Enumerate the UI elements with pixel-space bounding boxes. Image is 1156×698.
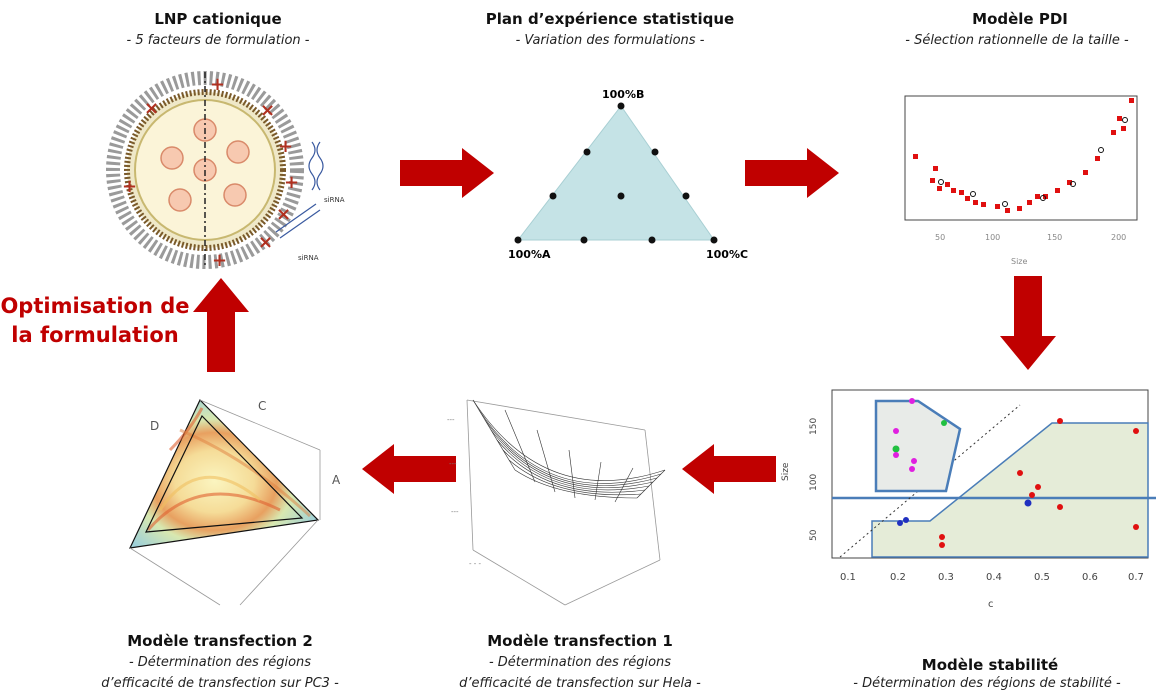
surface-axis-ticks: --- --- --- - - - <box>447 416 482 568</box>
plan-title: Plan d’expérience statistique <box>485 10 735 28</box>
lnp-particle-illustration: +×+ +×× +×+ siRNA siRNA <box>106 71 345 270</box>
svg-text:+: + <box>278 136 293 157</box>
contour-axes <box>129 399 321 606</box>
svg-text:150: 150 <box>809 418 819 435</box>
optimisation-label: Optimisation de la formulation <box>0 292 190 350</box>
arrow-lnp-to-plan <box>400 148 494 198</box>
pdi-xticks: 50 100 150 200 <box>935 233 1126 242</box>
stability-ylabel: Size <box>781 462 791 481</box>
svg-text:50: 50 <box>935 233 945 242</box>
vertex-b-label: 100%B <box>602 88 644 101</box>
surface-mesh <box>472 399 666 503</box>
sirna-label-b: siRNA <box>298 254 319 262</box>
vertex-c-label: 100%C <box>706 248 748 261</box>
stab-subtitle: - Détermination des régions de stabilité… <box>853 676 1121 691</box>
svg-text:×: × <box>260 100 275 121</box>
design-points <box>514 102 718 244</box>
optimisation-line-2: la formulation <box>11 323 179 347</box>
stability-xticks: 0.1 0.2 0.3 0.4 0.5 0.6 0.7 <box>840 572 1144 583</box>
contour-label-d: D <box>150 419 159 433</box>
sirna-strands <box>275 141 324 239</box>
contour-inner-triangle <box>144 414 304 533</box>
svg-text:×: × <box>276 204 291 225</box>
svg-text:---: --- <box>449 460 457 468</box>
pdi-subtitle: - Sélection rationnelle de la taille - <box>905 33 1129 48</box>
svg-text:200: 200 <box>1111 233 1126 242</box>
svg-text:0.6: 0.6 <box>1082 572 1098 583</box>
arrow-pdi-to-stability <box>1000 276 1056 370</box>
svg-text:- - -: - - - <box>469 560 482 568</box>
svg-text:+: + <box>284 172 299 193</box>
charge-markers: +×+ +×× +×+ <box>122 74 299 270</box>
transfection-1-surface-plot: --- --- --- - - - <box>447 399 666 606</box>
optimisation-line-1: Optimisation de <box>0 294 190 318</box>
svg-text:+: + <box>122 176 137 197</box>
t1-subtitle-1: - Détermination des régions <box>488 655 672 670</box>
sirna-payload <box>160 118 250 212</box>
svg-text:+: + <box>210 74 225 95</box>
svg-text:100: 100 <box>809 474 819 491</box>
svg-text:100: 100 <box>985 233 1000 242</box>
arrow-stability-to-t1 <box>682 444 776 494</box>
lnp-title: LNP cationique <box>154 10 282 28</box>
svg-text:0.3: 0.3 <box>938 572 954 583</box>
arrow-t2-to-lnp <box>193 278 249 372</box>
pdi-plot: 50 100 150 200 Size <box>904 95 1138 266</box>
stability-yticks: 50 100 150 <box>809 418 819 541</box>
arrow-t1-to-t2 <box>362 444 456 494</box>
stability-region <box>871 422 1149 558</box>
svg-text:×: × <box>144 98 159 119</box>
t2-title: Modèle transfection 2 <box>127 632 313 650</box>
contour-label-c: C <box>258 399 266 413</box>
stab-title: Modèle stabilité <box>921 656 1059 674</box>
stability-xlabel: c <box>988 599 994 610</box>
contour-triangle <box>128 398 320 549</box>
t2-subtitle-2: d’efficacité de transfection sur PC3 - <box>101 676 339 691</box>
svg-text:---: --- <box>447 416 455 424</box>
lnp-subtitle: - 5 facteurs de formulation - <box>126 33 310 48</box>
plan-subtitle: - Variation des formulations - <box>515 33 705 48</box>
svg-text:---: --- <box>451 508 459 516</box>
svg-text:150: 150 <box>1047 233 1062 242</box>
ternary-triangle <box>516 105 715 241</box>
pdi-points-black <box>938 117 1128 207</box>
svg-text:0.4: 0.4 <box>986 572 1002 583</box>
svg-text:×: × <box>258 232 273 253</box>
arrow-plan-to-pdi <box>745 148 839 198</box>
vertex-a-label: 100%A <box>508 248 551 261</box>
pdi-plot-frame <box>904 95 1138 221</box>
stability-diagonal <box>839 404 1021 558</box>
svg-text:0.1: 0.1 <box>840 572 856 583</box>
t2-subtitle-1: - Détermination des régions <box>128 655 312 670</box>
stability-inset-points <box>892 398 947 472</box>
stability-plot: 0.1 0.2 0.3 0.4 0.5 0.6 0.7 50 100 150 c… <box>781 389 1156 610</box>
svg-text:0.7: 0.7 <box>1128 572 1144 583</box>
ternary-design-plot: 100%B 100%A 100%C <box>508 88 748 261</box>
sirna-label-a: siRNA <box>324 196 345 204</box>
svg-text:0.2: 0.2 <box>890 572 906 583</box>
contour-bands <box>146 407 312 531</box>
stability-points <box>897 418 1139 548</box>
transfection-2-ternary-plot: D C A <box>128 398 341 606</box>
surface-box <box>466 399 661 606</box>
pdi-title: Modèle PDI <box>972 10 1068 28</box>
pdi-xlabel: Size <box>1011 257 1028 266</box>
t1-subtitle-2: d’efficacité de transfection sur Hela - <box>459 676 701 691</box>
svg-text:0.5: 0.5 <box>1034 572 1050 583</box>
svg-text:50: 50 <box>809 529 819 541</box>
contour-label-a: A <box>332 473 341 487</box>
svg-text:+: + <box>212 250 227 270</box>
t1-title: Modèle transfection 1 <box>487 632 673 650</box>
